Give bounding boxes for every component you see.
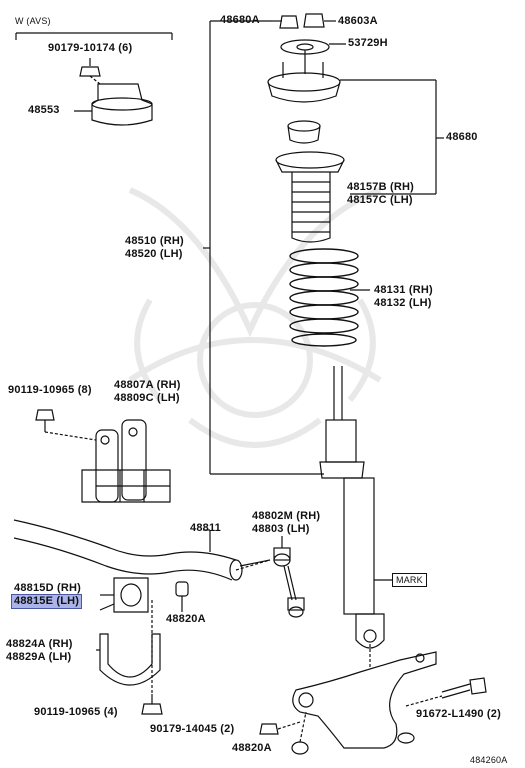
part-label-48131[interactable]: 48131 (RH)	[374, 284, 433, 296]
part-label-48802m[interactable]: 48802M (RH)	[252, 510, 321, 522]
part-label-90119-10965-top[interactable]: 90119-10965 (8)	[8, 384, 92, 396]
shock-absorber	[319, 366, 392, 649]
bracket-48824	[96, 633, 161, 686]
part-label-48603a[interactable]: 48603A	[338, 15, 378, 27]
part-label-48820a-bottom[interactable]: 48820A	[232, 742, 272, 754]
part-label-48820a-mid[interactable]: 48820A	[166, 613, 206, 625]
dust-boot-48157	[275, 151, 345, 243]
part-label-48157c[interactable]: 48157C (LH)	[347, 194, 413, 206]
part-label-48829a[interactable]: 48829A (LH)	[6, 651, 72, 663]
avs-group-label: W (AVS)	[15, 16, 51, 26]
part-label-48815d[interactable]: 48815D (RH)	[14, 582, 82, 594]
avs-bracket	[15, 32, 173, 40]
bushing-48815	[100, 577, 149, 613]
coil-spring-48131	[289, 248, 359, 347]
bolt-90119-bottom	[141, 600, 163, 715]
bolt-90119-top	[35, 409, 97, 441]
rubber-mount-48553	[74, 83, 153, 126]
part-label-90179-14045[interactable]: 90179-14045 (2)	[150, 723, 235, 735]
part-label-48132[interactable]: 48132 (LH)	[374, 297, 432, 309]
upper-support-bracket	[340, 79, 444, 195]
top-nuts	[272, 13, 336, 29]
part-label-48510[interactable]: 48510 (RH)	[125, 235, 184, 247]
part-label-48520[interactable]: 48520 (LH)	[125, 248, 183, 260]
part-label-48807a[interactable]: 48807A (RH)	[114, 379, 181, 391]
part-label-48680[interactable]: 48680	[446, 131, 478, 143]
part-label-48680a-top[interactable]: 48680A	[220, 14, 260, 26]
shock-mark-label: MARK	[392, 573, 427, 587]
washer-53729h	[280, 39, 346, 55]
part-label-48809c[interactable]: 48809C (LH)	[114, 392, 180, 404]
stabilizer-bar	[13, 519, 271, 581]
strut-bracket	[203, 20, 324, 475]
part-label-48157b[interactable]: 48157B (RH)	[347, 181, 415, 193]
part-label-48824a[interactable]: 48824A (RH)	[6, 638, 73, 650]
upper-nut-48553	[79, 58, 101, 85]
drawing-reference-number: 484260A	[470, 755, 508, 765]
watermark-emblem	[128, 187, 382, 448]
nut-90179-14045	[259, 721, 301, 735]
upper-support-48680	[267, 50, 341, 144]
leader-lines	[99, 289, 370, 611]
part-label-48553[interactable]: 48553	[28, 104, 60, 116]
part-label-48815e-highlighted[interactable]: 48815E (LH)	[11, 594, 83, 609]
bolt-91672	[405, 677, 487, 707]
bushing-48820a-bottom	[291, 711, 309, 755]
stabilizer-link	[273, 536, 305, 618]
part-label-91672-l1490[interactable]: 91672-L1490 (2)	[416, 708, 501, 720]
part-label-48803[interactable]: 48803 (LH)	[252, 523, 310, 535]
part-label-90119-10965-bottom[interactable]: 90119-10965 (4)	[34, 706, 118, 718]
part-label-53729h[interactable]: 53729H	[348, 37, 388, 49]
bushing-48820a-mid	[175, 581, 189, 612]
lower-arm	[292, 644, 437, 749]
stabilizer-bracket-48807	[81, 419, 171, 503]
part-label-90179-10174[interactable]: 90179-10174 (6)	[48, 42, 133, 54]
part-label-48811[interactable]: 48811	[190, 522, 221, 534]
